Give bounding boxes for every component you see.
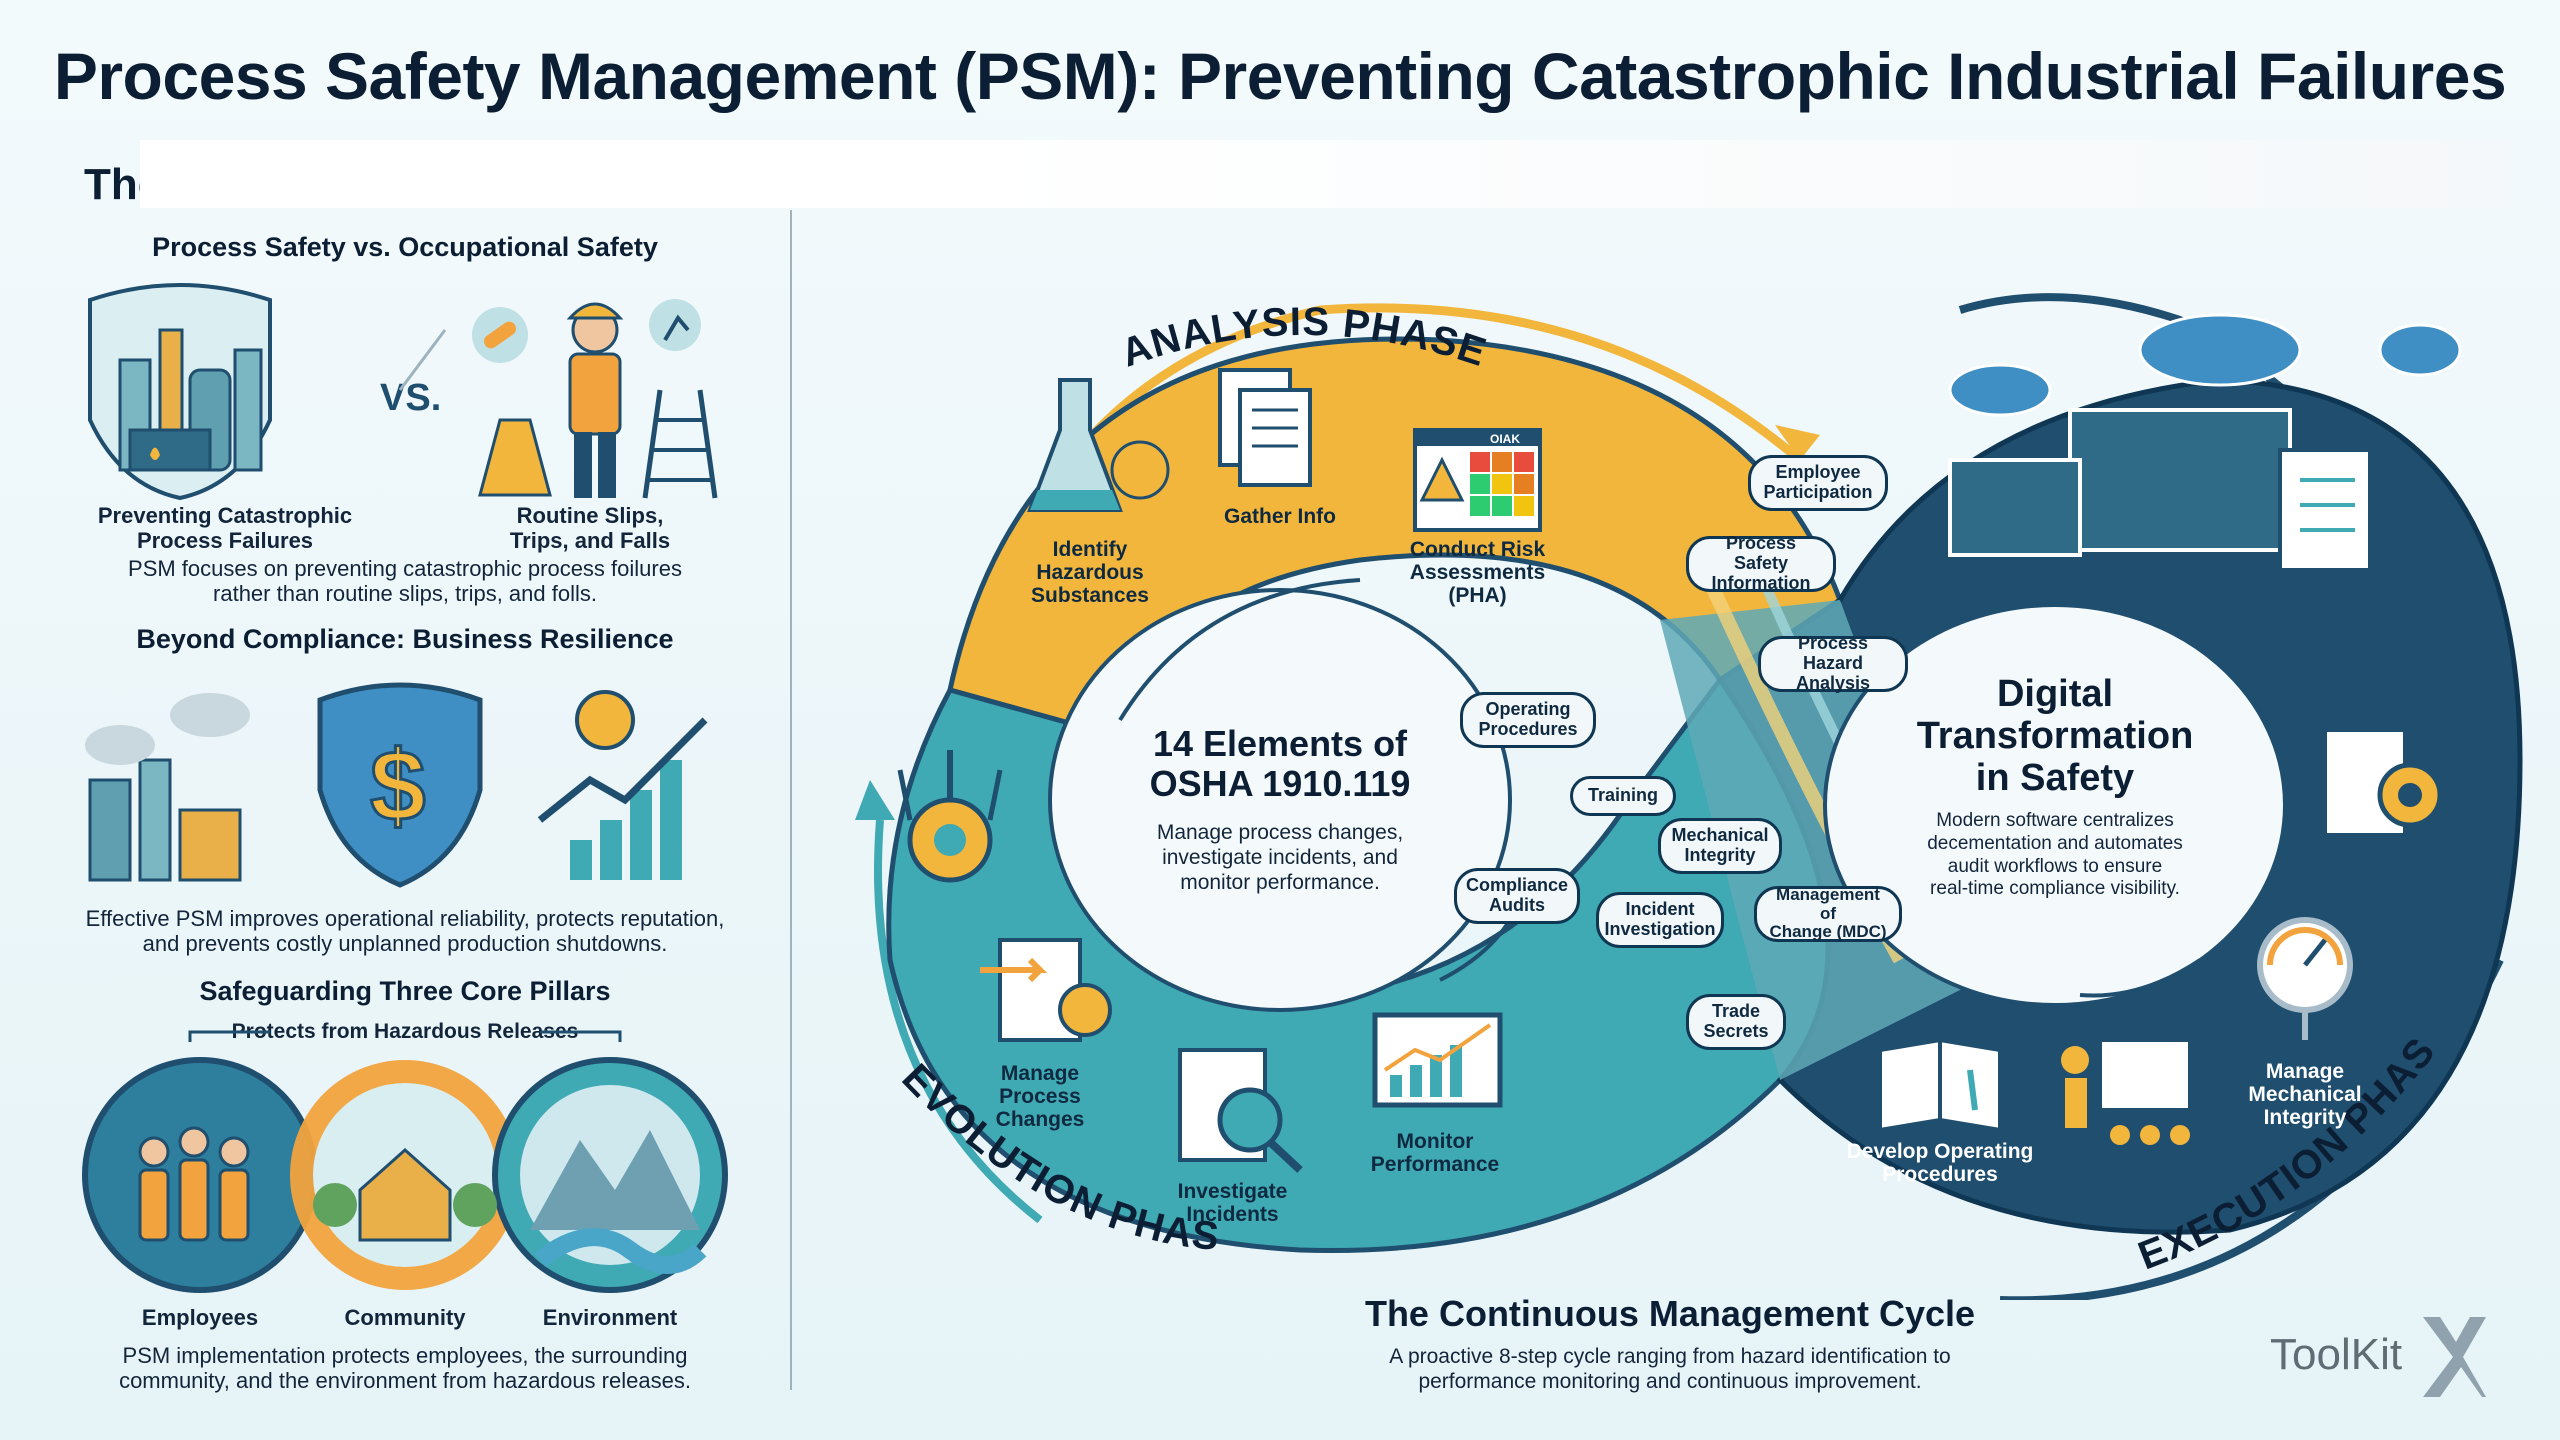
redacted-banner [140, 140, 2510, 208]
checklist-gear-icon [2323, 728, 2443, 837]
flask-icon [1027, 378, 1170, 512]
toolkit-x-icon [2423, 1317, 2486, 1397]
block1-caption: PSM focuses on preventing catastrophic p… [128, 556, 682, 607]
monitor-chart-icon [1372, 1012, 1503, 1108]
cycle-heading: The Continuous Management Cycle [1364, 1293, 1976, 1334]
step-gather-info: Gather Info [1223, 505, 1336, 528]
environment-label: Environment [542, 1305, 678, 1330]
three-pillars-illustration [82, 1030, 728, 1293]
employees-label: Employees [141, 1305, 259, 1330]
element-training[interactable]: Training [1570, 776, 1676, 816]
risk-matrix-icon: OIAK [1413, 428, 1542, 532]
manual-icon [1878, 1037, 2002, 1133]
hazardous-releases-bracket: Protects from Hazardous Releases [231, 1020, 579, 1043]
block3-heading: Safeguarding Three Core Pillars [199, 976, 611, 1006]
change-document-icon [980, 938, 1112, 1042]
panel-divider [790, 210, 792, 1390]
page-title: Process Safety Management (PSM): Prevent… [53, 39, 2507, 113]
presenter-icon [2061, 1038, 2192, 1145]
matrix-label: OIAK [1490, 432, 1520, 446]
cloud-dashboard-icon [1948, 313, 2462, 572]
toolkit-logo: ToolKit [2270, 1330, 2403, 1379]
investigation-icon [1178, 1048, 1303, 1173]
cycle-body: A proactive 8-step cycle ranging from ha… [1389, 1345, 1951, 1394]
documents-icon [1218, 368, 1312, 487]
business-resilience-illustration: $ [85, 682, 708, 888]
block2-caption: Effective PSM improves operational relia… [85, 906, 725, 957]
gear-arrows-icon [897, 750, 1003, 883]
safety-comparison-illustration: VS. [88, 283, 718, 500]
dollar-icon: $ [370, 730, 426, 842]
slips-trips-label: Routine Slips,Trips, and Falls [509, 503, 671, 554]
block1-heading: Process Safety vs. Occupational Safety [152, 232, 658, 262]
osha-elements-body: Manage process changes,investigate incid… [1156, 821, 1404, 895]
management-cycle-diagram: OIAK [800, 260, 2523, 1300]
vs-label: VS. [380, 377, 441, 419]
block2-heading: Beyond Compliance: Business Resilience [136, 624, 674, 654]
gauge-icon [2257, 917, 2353, 1040]
community-label: Community [344, 1305, 466, 1330]
block3-caption: PSM implementation protects employees, t… [119, 1343, 691, 1394]
